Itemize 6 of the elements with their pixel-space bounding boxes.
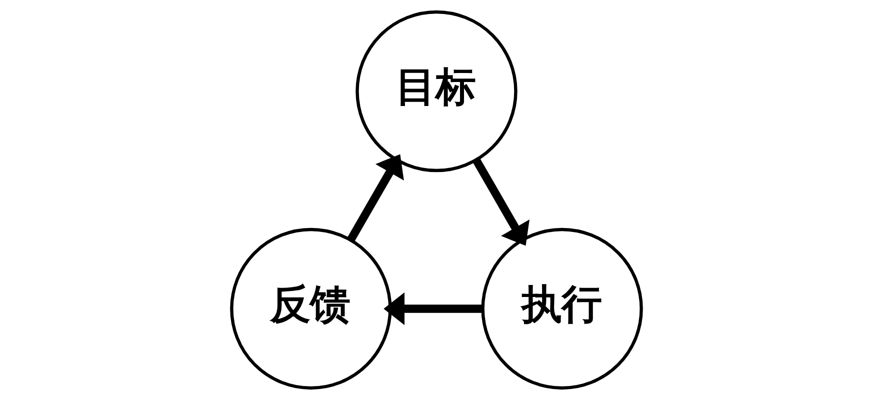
arrow xyxy=(472,158,530,246)
arrow xyxy=(347,154,404,242)
node-circle: 执行 xyxy=(481,228,643,390)
node-circle: 反馈 xyxy=(230,228,392,390)
arrow xyxy=(384,292,483,326)
node-circle: 目标 xyxy=(356,10,518,172)
